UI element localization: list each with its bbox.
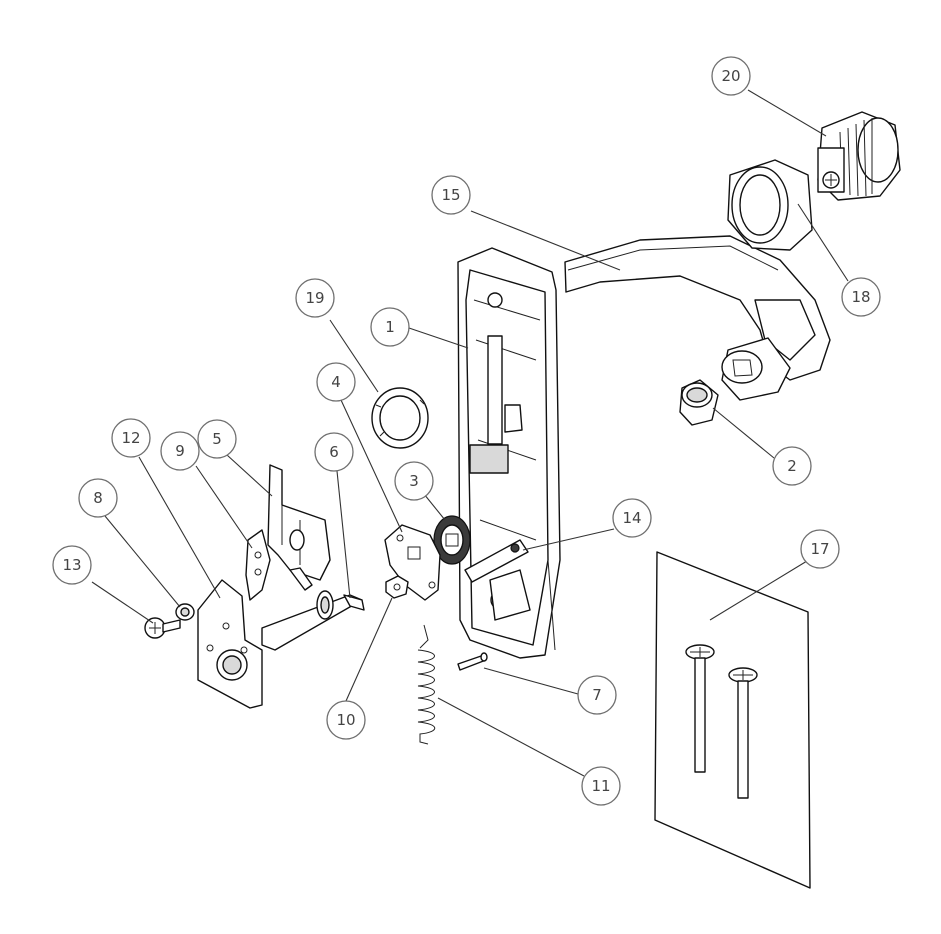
part-4-latch-plate [384,524,441,601]
callout-4: 4 [316,362,356,402]
callout-label: 14 [622,509,641,527]
part-1-housing [457,247,561,659]
part-11-spring [417,624,436,745]
callout-label: 8 [93,489,103,507]
callout-14: 14 [612,498,652,538]
part-20-cylinder [817,111,901,201]
callout-label: 10 [336,711,355,729]
callout-label: 6 [329,443,339,461]
leader-1 [408,327,469,349]
part-18-trim-ring [727,159,813,251]
leader-3 [423,493,446,521]
callout-11: 11 [581,766,621,806]
callout-label: 13 [62,556,81,574]
part-15-lever-handle [564,235,831,401]
callout-label: 9 [175,442,185,460]
leader-6 [336,470,351,599]
part-2-bushing [679,379,719,426]
callout-17: 17 [800,529,840,569]
leader-14 [522,528,615,551]
leader-13 [91,581,154,624]
callout-label: 20 [721,67,740,85]
leader-9 [195,465,253,549]
callout-6: 6 [314,432,354,472]
callout-18: 18 [841,277,881,317]
callout-label: 19 [305,289,324,307]
part-8-washer [175,603,195,621]
part-13-screw [144,617,181,639]
part-14-lever-arm [464,539,529,583]
callout-7: 7 [577,675,617,715]
callout-label: 17 [810,540,829,558]
callout-label: 7 [592,686,602,704]
leader-18 [797,203,849,282]
callout-12: 12 [111,418,151,458]
callout-label: 18 [851,288,870,306]
callout-8: 8 [78,478,118,518]
leader-20 [747,89,827,137]
leader-12 [138,456,221,599]
callout-10: 10 [326,700,366,740]
leader-7 [483,667,579,695]
callout-13: 13 [52,545,92,585]
callout-9: 9 [160,431,200,471]
callout-15: 15 [431,175,471,215]
part-12-mounting-plate [197,579,263,709]
part-5-bracket [267,464,331,591]
callout-label: 15 [441,186,460,204]
callout-5: 5 [197,419,237,459]
callout-label: 5 [212,430,222,448]
callout-19: 19 [295,278,335,318]
part-17-screw-pack [654,551,811,889]
callout-2: 2 [772,446,812,486]
callout-1: 1 [370,307,410,347]
part-9-clip [245,529,271,601]
callout-20: 20 [711,56,751,96]
callout-label: 4 [331,373,341,391]
leader-2 [712,407,775,459]
leader-4 [340,399,403,533]
leader-15 [470,210,621,271]
part-19-retaining-ring [371,387,429,449]
part-6-spindle [261,590,365,651]
leader-5 [226,454,273,497]
callout-3: 3 [394,461,434,501]
leader-17 [709,560,808,621]
leader-11 [437,697,585,777]
leader-19 [329,319,379,393]
part-3-cam [433,515,471,565]
part-10-nut [385,575,409,599]
callout-label: 1 [385,318,395,336]
callout-label: 11 [591,777,610,795]
leader-8 [104,515,181,608]
leader-10 [345,597,393,702]
callout-label: 3 [409,472,419,490]
callout-label: 2 [787,457,797,475]
leader-lines [91,89,849,777]
part-7-pin [457,652,488,671]
callout-label: 12 [121,429,140,447]
